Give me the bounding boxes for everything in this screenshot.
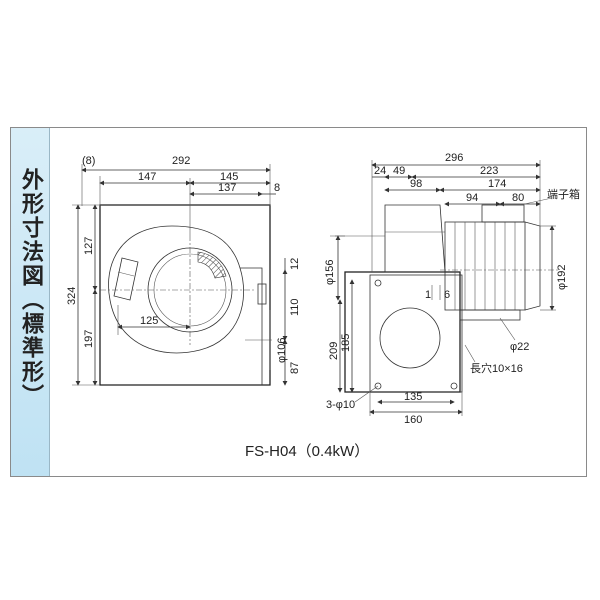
hatched-section (197, 251, 227, 279)
motor-fins (454, 222, 516, 310)
mount-hole-1 (374, 279, 382, 287)
mount-hole-3 (450, 382, 458, 390)
dim-125: 125 (140, 315, 158, 327)
dim-135: 135 (404, 391, 422, 403)
motor-endcap (524, 221, 541, 311)
terminal-box (481, 204, 525, 223)
blower-housing (384, 204, 446, 273)
side-casing (344, 271, 461, 393)
dim-127: 127 (83, 237, 95, 255)
motor-foot (459, 309, 521, 321)
dim-98: 98 (410, 178, 422, 190)
dim-137: 137 (218, 182, 236, 194)
dim-324: 324 (66, 287, 78, 305)
outlet-circle (379, 307, 441, 369)
terminal-box-label: 端子箱 (547, 187, 580, 201)
dim-174: 174 (488, 178, 506, 190)
drawing-title: 外形寸法図（標準形） (18, 168, 43, 408)
dim-6: 6 (444, 289, 450, 301)
dim-1: 1 (425, 289, 431, 301)
side-view: 296 24 49 223 98 174 94 80 端子箱 φ156 φ192… (324, 152, 580, 426)
dim-292: 292 (172, 155, 190, 167)
slot-label: 長穴10×16 (470, 361, 523, 375)
dim-22: φ22 (510, 341, 529, 353)
dim-80: 80 (512, 192, 524, 204)
dim-296: 296 (445, 152, 463, 164)
dim-147: 147 (138, 171, 156, 183)
dim-8-paren: (8) (82, 155, 95, 167)
outlet-duct (240, 267, 263, 385)
dim-110: 110 (289, 298, 301, 316)
dim-49: 49 (393, 165, 405, 177)
dim-197: 197 (83, 330, 95, 348)
dim-156: φ156 (324, 260, 336, 286)
dim-24: 24 (374, 165, 386, 177)
title-panel: 外形寸法図（標準形） (11, 128, 50, 476)
dim-192: φ192 (556, 265, 568, 291)
dim-209: 209 (328, 342, 340, 360)
dim-223: 223 (480, 165, 498, 177)
dim-145: 145 (220, 171, 238, 183)
outlet-flange (257, 283, 267, 305)
dim-94: 94 (466, 192, 478, 204)
model-caption: FS-H04（0.4kW） (245, 443, 369, 460)
holes-label: 3-φ10 (326, 399, 355, 411)
casing-outline (99, 204, 271, 386)
left-bracket (113, 257, 139, 301)
front-view: (8) 292 147 145 137 8 127 324 197 125 12… (66, 155, 301, 386)
dim-160: 160 (404, 414, 422, 426)
dim-8: 8 (274, 182, 280, 194)
scroll-housing (108, 225, 244, 354)
dim-185: 185 (340, 334, 352, 352)
mount-hole-2 (374, 382, 382, 390)
side-casing-inner (369, 274, 463, 393)
dim-12: 12 (289, 258, 301, 270)
dim-87: 87 (289, 362, 301, 374)
dim-106: φ106 (276, 338, 288, 364)
